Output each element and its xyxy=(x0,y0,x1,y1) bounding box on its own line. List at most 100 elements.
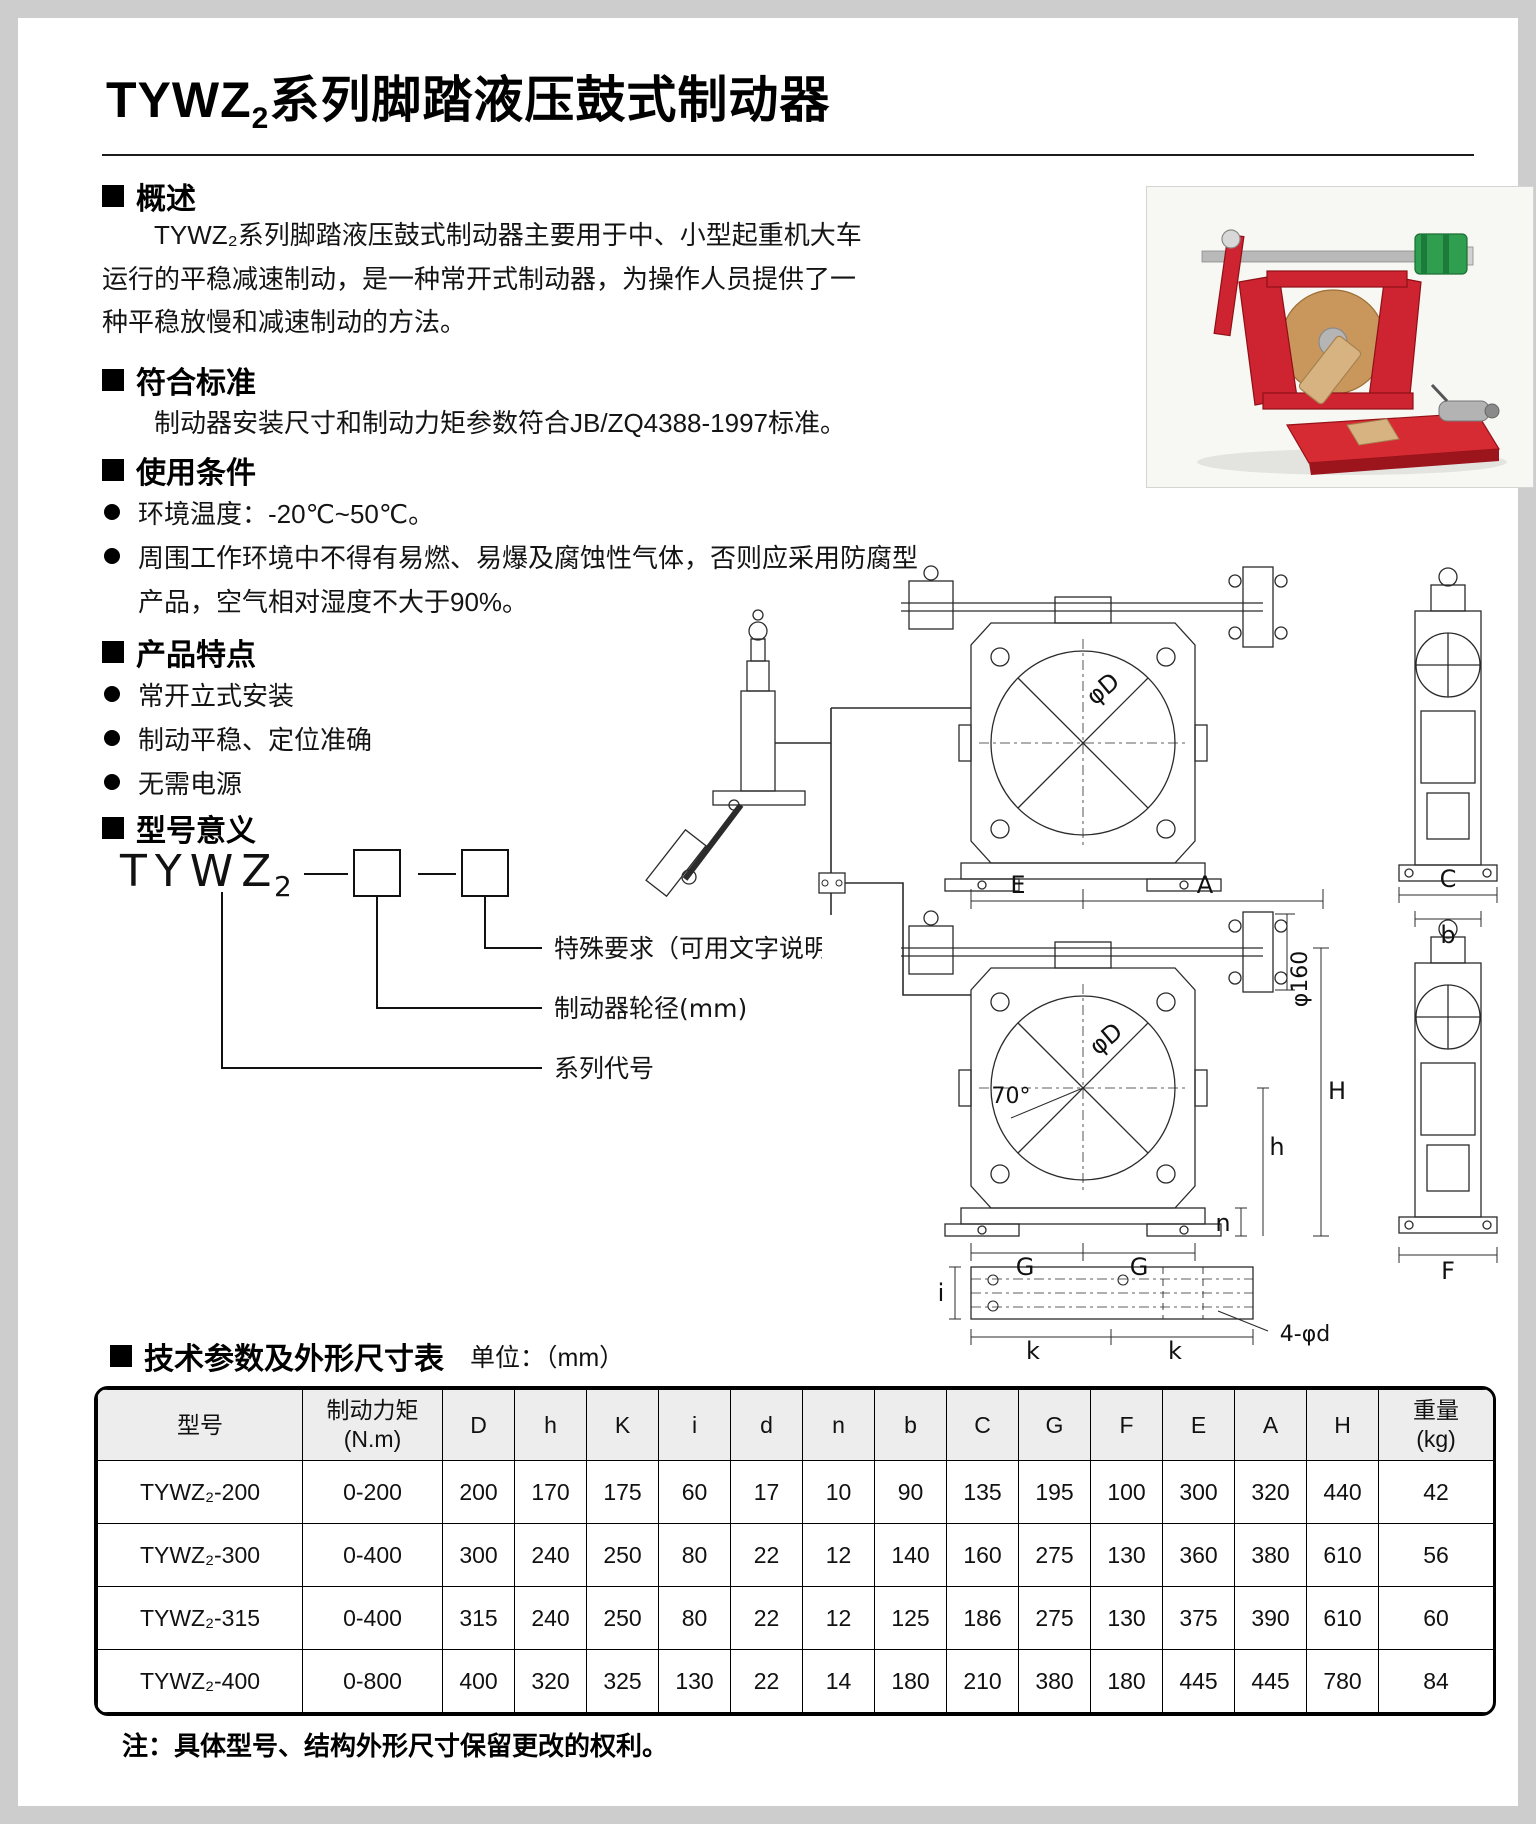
value-cell: 186 xyxy=(946,1586,1019,1650)
heading-text: 产品特点 xyxy=(136,639,256,672)
green-cylinder xyxy=(1414,233,1468,275)
title-prefix: TYWZ xyxy=(106,72,252,128)
value-cell: 0-400 xyxy=(302,1523,443,1587)
column-header: G xyxy=(1018,1389,1091,1461)
value-cell: 135 xyxy=(946,1460,1019,1524)
base-plan-view xyxy=(970,1266,1269,1332)
value-cell: 60 xyxy=(658,1460,731,1524)
feature-item: 无需电源 xyxy=(102,762,838,806)
condition-text: 周围工作环境中不得有易燃、易爆及腐蚀性气体，否则应采用防腐型产品，空气相对湿度不… xyxy=(138,543,919,618)
title-divider xyxy=(102,154,1474,156)
front-view-upper xyxy=(900,565,1288,892)
table-unit-label: 单位：（mm） xyxy=(470,1344,625,1372)
dimension-labels: E A C b φD φD 70° φ160 H h n G G F i k k xyxy=(938,667,1457,1365)
column-header: 制动力矩 (N.m) xyxy=(302,1389,443,1461)
value-cell: 17 xyxy=(730,1460,803,1524)
section-heading-overview: 概述 xyxy=(102,174,196,218)
bullet-icon xyxy=(104,548,120,564)
square-marker-icon xyxy=(102,641,124,663)
feature-item: 制动平稳、定位准确 xyxy=(102,718,838,762)
column-header: h xyxy=(514,1389,587,1461)
pedal-pump-assembly xyxy=(645,609,806,898)
value-cell: 42 xyxy=(1378,1460,1493,1524)
bullet-icon xyxy=(104,774,120,790)
column-header: d xyxy=(730,1389,803,1461)
model-series-code: TYWZ 2 xyxy=(119,846,292,903)
dim-label-70deg: 70° xyxy=(992,1084,1031,1109)
column-header: C xyxy=(946,1389,1019,1461)
section-heading-features: 产品特点 xyxy=(102,630,256,674)
value-cell: 130 xyxy=(658,1649,731,1713)
column-header: D xyxy=(442,1389,515,1461)
value-cell: 300 xyxy=(442,1523,515,1587)
side-view-upper xyxy=(1398,567,1498,882)
series-subscript: 2 xyxy=(274,870,292,903)
dim-label-i: i xyxy=(938,1279,945,1307)
value-cell: 180 xyxy=(874,1649,947,1713)
value-cell: 84 xyxy=(1378,1649,1493,1713)
value-cell: 240 xyxy=(514,1523,587,1587)
value-cell: 22 xyxy=(730,1523,803,1587)
value-cell: 0-800 xyxy=(302,1649,443,1713)
feature-text: 无需电源 xyxy=(138,769,243,799)
heading-text: 概述 xyxy=(136,183,196,216)
standards-body: 制动器安装尺寸和制动力矩参数符合JB/ZQ4388-1997标准。 xyxy=(154,408,847,438)
page-title: TYWZ2系列脚踏液压鼓式制动器 xyxy=(106,60,830,136)
feature-item: 常开立式安装 xyxy=(102,674,838,718)
column-header: H xyxy=(1306,1389,1379,1461)
value-cell: 160 xyxy=(946,1523,1019,1587)
square-marker-icon xyxy=(110,1345,132,1367)
dim-label-n: n xyxy=(1215,1209,1230,1237)
value-cell: 325 xyxy=(586,1649,659,1713)
heading-text: 符合标准 xyxy=(136,367,256,400)
section-heading-model-meaning: 型号意义 xyxy=(102,806,256,850)
dimension-lines xyxy=(949,887,1498,1345)
dim-label-g1: G xyxy=(1016,1253,1035,1281)
bullet-icon xyxy=(104,504,120,520)
value-cell: 200 xyxy=(442,1460,515,1524)
value-cell: 610 xyxy=(1306,1523,1379,1587)
value-cell: 12 xyxy=(802,1523,875,1587)
value-cell: 300 xyxy=(1162,1460,1235,1524)
value-cell: 80 xyxy=(658,1523,731,1587)
column-header: F xyxy=(1090,1389,1163,1461)
value-cell: 175 xyxy=(586,1460,659,1524)
table-note: 注：具体型号、结构外形尺寸保留更改的权利。 xyxy=(122,1731,669,1761)
square-marker-icon xyxy=(102,369,124,391)
value-cell: 445 xyxy=(1162,1649,1235,1713)
dim-label-bolt-holes: 4-φd xyxy=(1280,1322,1330,1347)
bullet-icon xyxy=(104,686,120,702)
model-cell: TYWZ₂-315 xyxy=(97,1586,303,1650)
series-prefix: TYWZ xyxy=(119,846,279,897)
dim-label-c: C xyxy=(1440,865,1457,893)
value-cell: 0-200 xyxy=(302,1460,443,1524)
dim-label-phid-upper: φD xyxy=(1081,667,1125,711)
model-diagram-lines xyxy=(221,849,542,1069)
value-cell: 180 xyxy=(1090,1649,1163,1713)
value-cell: 125 xyxy=(874,1586,947,1650)
column-header: n xyxy=(802,1389,875,1461)
section-heading-conditions: 使用条件 xyxy=(102,448,256,492)
overview-body: TYWZ₂系列脚踏液压鼓式制动器主要用于中、小型起重机大车运行的平稳减速制动，是… xyxy=(102,220,862,338)
value-cell: 240 xyxy=(514,1586,587,1650)
bullet-icon xyxy=(104,730,120,746)
table-heading-text: 技术参数及外形尺寸表 xyxy=(144,1343,444,1376)
dim-label-k1: k xyxy=(1026,1337,1040,1365)
model-cell: TYWZ₂-400 xyxy=(97,1649,303,1713)
value-cell: 390 xyxy=(1234,1586,1307,1650)
feature-text: 制动平稳、定位准确 xyxy=(138,725,373,755)
front-view-lower xyxy=(900,910,1288,1237)
column-header: b xyxy=(874,1389,947,1461)
value-cell: 250 xyxy=(586,1523,659,1587)
value-cell: 610 xyxy=(1306,1586,1379,1650)
dim-label-h-cap: H xyxy=(1328,1077,1346,1105)
value-cell: 0-400 xyxy=(302,1586,443,1650)
